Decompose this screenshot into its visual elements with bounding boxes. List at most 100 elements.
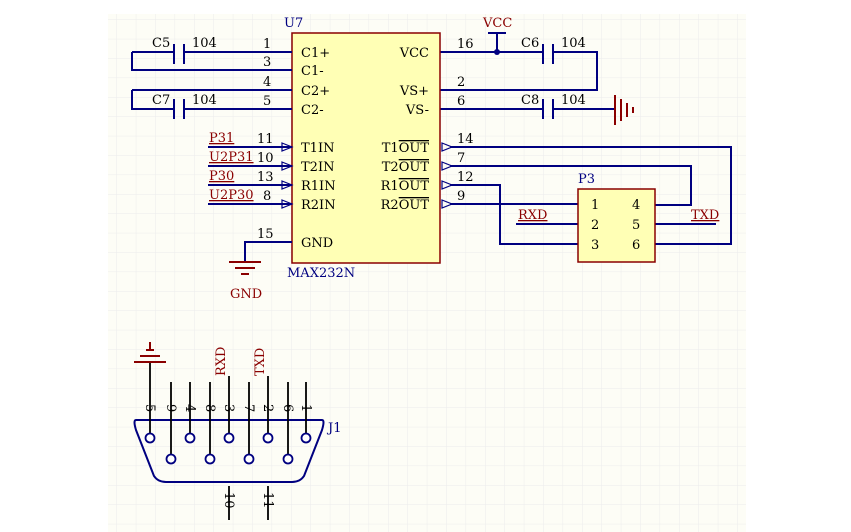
j1-pin-1: 1 [298,404,313,412]
u7-designator: U7 [284,16,303,31]
c6-designator: C6 [521,36,539,51]
t2out-suffix: OUT [399,160,430,175]
gnd-label: GND [230,287,262,302]
j1-shell [133,419,325,483]
c5-designator: C5 [152,36,170,51]
j1-designator: J1 [326,421,341,436]
vcc-label: VCC [482,16,512,31]
t2out-prefix: T2 [382,160,399,175]
p3-pin-1: 1 [591,198,599,213]
u7-pin-6-number: 6 [457,94,465,109]
connector-j1[interactable]: J1 [133,342,341,520]
j1-pin-leads [149,362,307,520]
j1-pin-5: 5 [142,404,157,412]
c7-designator: C7 [152,93,170,108]
r1out-prefix: R1 [381,179,399,194]
j1-pin-holes [144,432,312,465]
u7-input-arrows [281,142,294,209]
j1-pin-3: 3 [221,404,236,412]
c8-designator: C8 [521,93,539,108]
u7-body [291,32,441,264]
u7-pin-c1p-name: C1+ [301,46,330,61]
u7-pin-vsp-name: VS+ [399,84,429,99]
p3-pin-5: 5 [632,218,640,233]
u7-pin-c2p-name: C2+ [301,84,330,99]
gnd-power-port[interactable]: GND [229,261,262,302]
u7-pin-3-number: 3 [263,55,271,70]
j1-pin-11: 11 [260,492,275,509]
u7-pin-c1m-name: C1- [301,64,324,79]
j1-net-label-rxd[interactable]: RXD [214,347,229,376]
r2out-prefix: R2 [381,198,399,213]
u7-output-arrows [441,142,454,209]
u7-pin-vcc-name: VCC [399,46,429,61]
capacitor-c5[interactable]: C5 104 [152,36,217,64]
j1-pin-7: 7 [241,404,256,412]
u7-left-pin-lines [252,51,292,243]
j1-pin-4: 4 [182,404,197,412]
u7-pin-10-number: 10 [257,151,274,166]
t1out-suffix: OUT [399,141,430,156]
connector-p3[interactable]: P3 1 2 3 4 5 6 [577,172,656,263]
net-label-p30[interactable]: P30 [209,169,234,184]
p3-body [577,188,656,263]
t1out-prefix: T1 [382,141,399,156]
u7-pin-r2out-name: R2OUT [381,198,430,213]
u7-pin-t2out-name: T2OUT [382,160,430,175]
j1-pin-6: 6 [280,404,295,412]
j1-pin-8: 8 [202,404,217,412]
u7-part-name: MAX232N [287,266,355,281]
u7-pin-t1in-name: T1IN [301,141,334,156]
p3-pin-2: 2 [591,218,599,233]
u7-pin-7-number: 7 [457,151,465,166]
c7-value: 104 [192,93,217,108]
net-label-rxd[interactable]: RXD [518,208,547,223]
net-label-u2p31[interactable]: U2P31 [209,150,254,165]
u7-pin-12-number: 12 [457,170,474,185]
j1-pin-2: 2 [260,404,275,412]
p3-pin-3: 3 [591,238,599,253]
u7-pin-2-number: 2 [457,75,465,90]
u7-pin-c2m-name: C2- [301,103,324,118]
c8-value: 104 [561,93,586,108]
u7-pin-15-number: 15 [257,227,274,242]
p3-pin-6: 6 [632,238,640,253]
u7-pin-4-number: 4 [263,75,271,90]
j1-pin-9: 9 [163,404,178,412]
j1-net-label-txd[interactable]: TXD [253,348,268,376]
vcc-junction [494,49,500,55]
j1-ground-icon [134,342,166,363]
capacitor-c6[interactable]: C6 104 [521,36,586,64]
u7-pin-16-number: 16 [457,37,474,52]
ic-u7[interactable]: U7 MAX232N 1 3 [252,16,474,281]
u7-pin-gnd-name: GND [301,236,333,251]
p3-designator: P3 [578,172,595,187]
p3-pin-4: 4 [632,198,640,213]
wires [131,33,732,262]
earth-ground-icon [614,95,634,125]
u7-pin-14-number: 14 [457,132,474,147]
ground-icon [229,261,261,275]
u7-pin-1-number: 1 [263,37,271,52]
u7-pin-t1out-name: T1OUT [382,141,430,156]
net-label-u2p30[interactable]: U2P30 [209,188,254,203]
u7-pin-vsm-name: VS- [405,103,429,118]
u7-pin-11-number: 11 [257,132,274,147]
u7-pin-13-number: 13 [257,170,274,185]
u7-pin-5-number: 5 [263,94,271,109]
r2out-suffix: OUT [399,198,430,213]
u7-pin-r1out-name: R1OUT [381,179,430,194]
net-label-txd[interactable]: TXD [691,208,719,223]
c5-value: 104 [192,36,217,51]
capacitor-c7[interactable]: C7 104 [152,93,217,119]
r1out-suffix: OUT [399,179,430,194]
u7-pin-8-number: 8 [263,189,271,204]
u7-pin-r1in-name: R1IN [301,179,336,194]
u7-pin-9-number: 9 [457,189,465,204]
c6-value: 104 [561,36,586,51]
vcc-power-port[interactable]: VCC [482,16,512,34]
u7-pin-t2in-name: T2IN [301,160,334,175]
capacitor-c8[interactable]: C8 104 [521,93,586,119]
net-label-p31[interactable]: P31 [209,131,234,146]
